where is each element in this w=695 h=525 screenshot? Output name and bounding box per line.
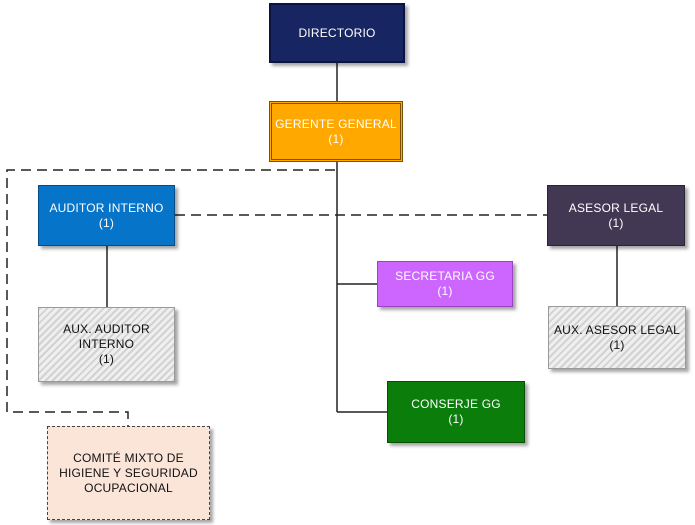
auditor-interno-count: (1) <box>98 215 115 230</box>
aux-asesor-label: AUX. ASESOR LEGAL <box>553 322 681 337</box>
aux-asesor-count: (1) <box>609 337 625 352</box>
aux-auditor-label-line2: INTERNO <box>78 337 135 351</box>
node-comite-mixto[interactable]: COMITÉ MIXTO DE HIGIENE Y SEGURIDAD OCUP… <box>47 426 210 520</box>
secretaria-gg-count: (1) <box>437 284 453 298</box>
conserje-gg-label: CONSERJE GG <box>411 397 501 411</box>
secretaria-gg-label: SECRETARIA GG <box>395 269 495 283</box>
aux-auditor-count: (1) <box>98 352 115 366</box>
node-aux-auditor-interno[interactable]: AUX. AUDITOR INTERNO (1) <box>38 307 175 382</box>
node-asesor-legal[interactable]: ASESOR LEGAL (1) <box>547 185 685 246</box>
aux-auditor-label-line1: AUX. AUDITOR <box>63 322 150 336</box>
asesor-legal-label: ASESOR LEGAL <box>568 200 664 215</box>
comite-label-line1: COMITÉ MIXTO DE <box>73 450 184 465</box>
asesor-legal-count: (1) <box>608 215 624 230</box>
gerente-general-label: GERENTE GENERAL <box>275 116 397 131</box>
directorio-label: DIRECTORIO <box>298 25 376 40</box>
node-directorio[interactable]: DIRECTORIO <box>269 3 405 63</box>
comite-label-line3: OCUPACIONAL <box>84 480 173 495</box>
gerente-general-count: (1) <box>328 131 344 146</box>
node-secretaria-gg[interactable]: SECRETARIA GG (1) <box>377 261 513 307</box>
auditor-interno-label: AUDITOR INTERNO <box>49 200 164 215</box>
node-aux-asesor-legal[interactable]: AUX. ASESOR LEGAL (1) <box>548 306 686 369</box>
dashed-gerente-comite <box>6 169 335 426</box>
comite-label-line2: HIGIENE Y SEGURIDAD <box>59 465 198 480</box>
node-conserje-gg[interactable]: CONSERJE GG (1) <box>387 381 525 443</box>
node-auditor-interno[interactable]: AUDITOR INTERNO (1) <box>38 185 175 246</box>
node-gerente-general[interactable]: GERENTE GENERAL (1) <box>269 101 403 162</box>
conserje-gg-count: (1) <box>448 412 464 426</box>
